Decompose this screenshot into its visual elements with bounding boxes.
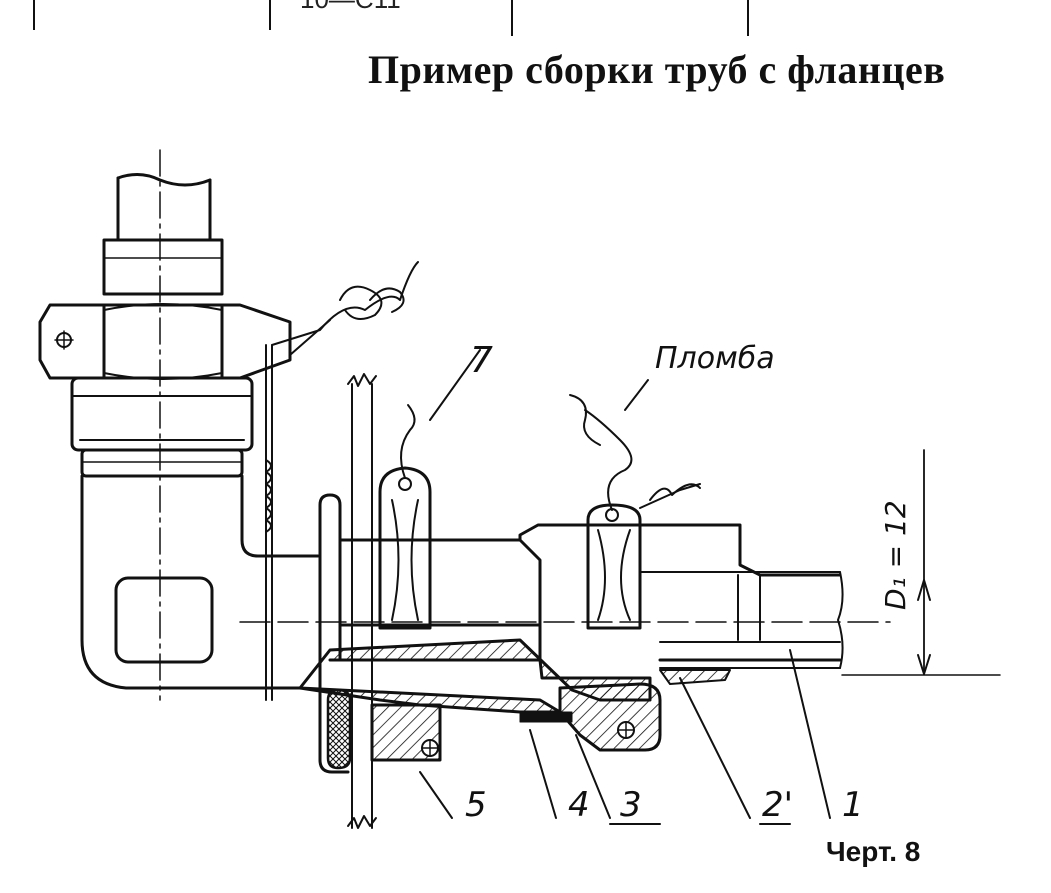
part-label-1: 1 bbox=[842, 785, 864, 825]
flange bbox=[318, 493, 350, 774]
seal-ring bbox=[326, 688, 352, 770]
part-label-5: 5 bbox=[465, 785, 487, 825]
pipe-right bbox=[639, 571, 844, 669]
part-label-4: 4 bbox=[568, 785, 590, 825]
ring-section bbox=[659, 669, 731, 685]
washer-section bbox=[519, 711, 573, 723]
dimension-d1 bbox=[841, 449, 1001, 676]
top-pipe bbox=[116, 173, 212, 242]
part-label-2: 2' bbox=[762, 785, 793, 825]
union-body bbox=[338, 523, 842, 662]
page-title: Пример сборки труб с фланцев bbox=[368, 47, 946, 92]
locking-wire bbox=[265, 261, 419, 701]
plomba-label: Пломба bbox=[655, 341, 775, 376]
break-line-top bbox=[347, 373, 377, 387]
elbow-fitting bbox=[80, 474, 320, 690]
top-table-fragment bbox=[33, 0, 749, 36]
part-label-7: 7 bbox=[470, 340, 493, 381]
upper-nut bbox=[102, 238, 224, 296]
hex-lug-plomba bbox=[569, 394, 701, 630]
elbow-window bbox=[114, 576, 214, 664]
hex-nut bbox=[38, 303, 292, 380]
part-label-3: 3 bbox=[620, 785, 642, 825]
figure-caption: Черт. 8 bbox=[826, 836, 921, 867]
nut-section bbox=[558, 682, 662, 752]
break-line-bottom bbox=[347, 815, 377, 829]
top-fragment-text: 10—C11 bbox=[300, 0, 401, 15]
threaded-section bbox=[70, 376, 254, 478]
dimension-label: D₁ = 12 bbox=[879, 500, 912, 610]
hex-lug-7 bbox=[378, 404, 432, 630]
leader-lines bbox=[419, 349, 831, 825]
